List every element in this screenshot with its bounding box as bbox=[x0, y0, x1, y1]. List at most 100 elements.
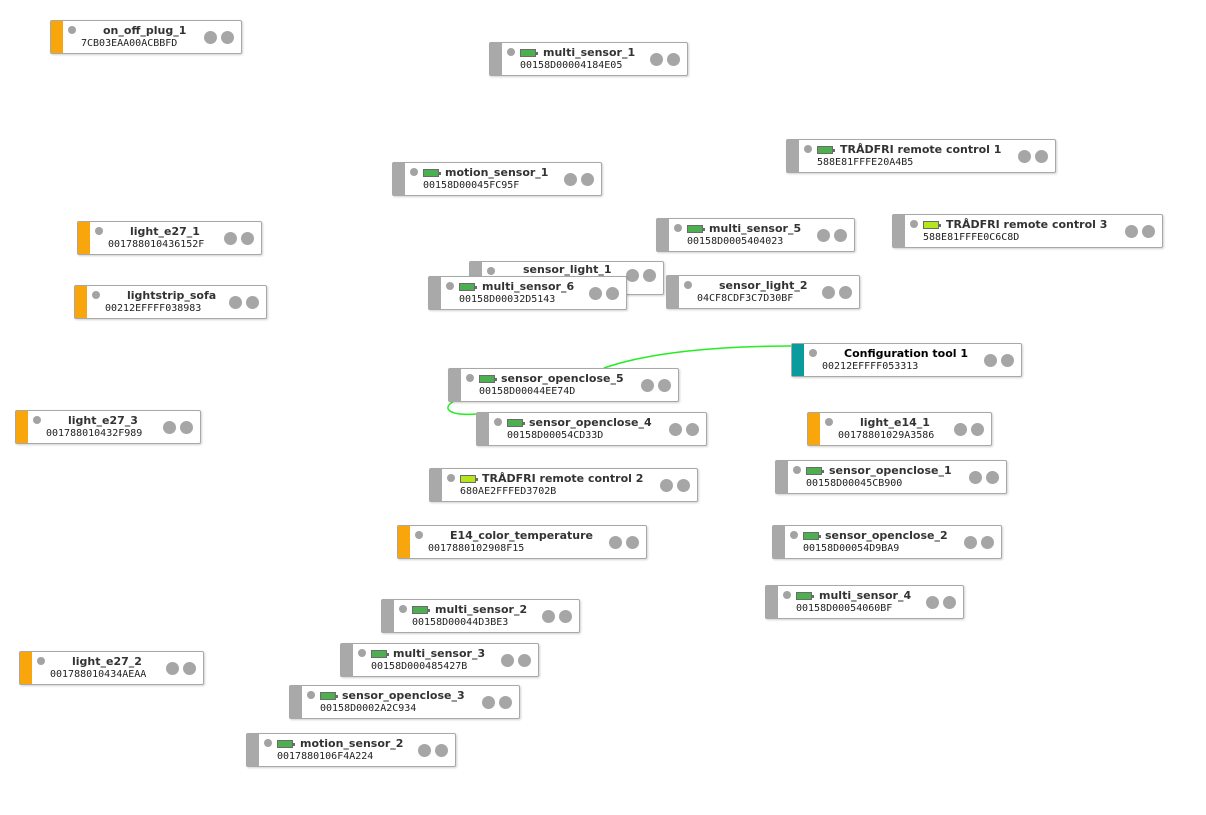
node-port-2[interactable] bbox=[686, 423, 699, 436]
status-led bbox=[684, 281, 692, 289]
node-port-2[interactable] bbox=[981, 536, 994, 549]
node-tradfri-remote-control-2[interactable]: TRÅDFRI remote control 2 680AE2FFFED3702… bbox=[429, 468, 698, 502]
node-motion-sensor-2[interactable]: motion_sensor_2 0017880106F4A224 bbox=[246, 733, 456, 767]
node-port-2[interactable] bbox=[677, 479, 690, 492]
node-port-1[interactable] bbox=[650, 53, 663, 66]
node-multi-sensor-3[interactable]: multi_sensor_3 00158D000485427B bbox=[340, 643, 539, 677]
node-multi-sensor-5[interactable]: multi_sensor_5 00158D0005404023 bbox=[656, 218, 855, 252]
node-port-1[interactable] bbox=[964, 536, 977, 549]
node-port-1[interactable] bbox=[626, 269, 639, 282]
node-motion-sensor-1[interactable]: motion_sensor_1 00158D00045FC95F bbox=[392, 162, 602, 196]
device-type-bar bbox=[449, 369, 461, 401]
node-name: light_e27_2 bbox=[72, 655, 142, 668]
node-port-1[interactable] bbox=[542, 610, 555, 623]
node-port-2[interactable] bbox=[518, 654, 531, 667]
node-port-1[interactable] bbox=[224, 232, 237, 245]
node-address: 00158D00045FC95F bbox=[423, 180, 520, 191]
node-port-2[interactable] bbox=[658, 379, 671, 392]
node-port-2[interactable] bbox=[834, 229, 847, 242]
status-led bbox=[674, 224, 682, 232]
node-port-2[interactable] bbox=[839, 286, 852, 299]
node-port-2[interactable] bbox=[971, 423, 984, 436]
node-port-2[interactable] bbox=[667, 53, 680, 66]
node-multi-sensor-1[interactable]: multi_sensor_1 00158D00004184E05 bbox=[489, 42, 688, 76]
node-port-2[interactable] bbox=[606, 287, 619, 300]
battery-icon bbox=[687, 225, 705, 233]
node-port-1[interactable] bbox=[564, 173, 577, 186]
status-led bbox=[68, 26, 76, 34]
node-port-1[interactable] bbox=[669, 423, 682, 436]
node-configuration-tool-1[interactable]: Configuration tool 1 00212EFFFF053313 bbox=[791, 343, 1022, 377]
node-on-off-plug-1[interactable]: on_off_plug_1 7CB03EAA00ACBBFD bbox=[50, 20, 242, 54]
node-port-1[interactable] bbox=[1018, 150, 1031, 163]
node-sensor-openclose-3[interactable]: sensor_openclose_3 00158D0002A2C934 bbox=[289, 685, 520, 719]
node-port-2[interactable] bbox=[180, 421, 193, 434]
node-port-1[interactable] bbox=[589, 287, 602, 300]
node-port-1[interactable] bbox=[641, 379, 654, 392]
node-port-2[interactable] bbox=[221, 31, 234, 44]
node-port-1[interactable] bbox=[660, 479, 673, 492]
status-led bbox=[910, 220, 918, 228]
node-port-2[interactable] bbox=[559, 610, 572, 623]
node-sensor-openclose-4[interactable]: sensor_openclose_4 00158D00054CD33D bbox=[476, 412, 707, 446]
node-light-e27-3[interactable]: light_e27_3 001788010432F989 bbox=[15, 410, 201, 444]
node-tradfri-remote-control-3[interactable]: TRÅDFRI remote control 3 588E81FFFE0C6C8… bbox=[892, 214, 1163, 248]
node-port-1[interactable] bbox=[166, 662, 179, 675]
node-sensor-light-2[interactable]: sensor_light_2 04CF8CDF3C7D30BF bbox=[666, 275, 860, 309]
node-port-2[interactable] bbox=[1001, 354, 1014, 367]
node-sensor-openclose-2[interactable]: sensor_openclose_2 00158D00054D9BA9 bbox=[772, 525, 1002, 559]
node-name: sensor_openclose_4 bbox=[529, 416, 652, 429]
node-port-1[interactable] bbox=[501, 654, 514, 667]
node-address: 001788010434AEAA bbox=[50, 669, 147, 680]
node-light-e27-1[interactable]: light_e27_1 001788010436152F bbox=[77, 221, 262, 255]
node-port-2[interactable] bbox=[246, 296, 259, 309]
node-port-2[interactable] bbox=[943, 596, 956, 609]
node-port-2[interactable] bbox=[435, 744, 448, 757]
node-port-1[interactable] bbox=[984, 354, 997, 367]
node-port-2[interactable] bbox=[626, 536, 639, 549]
node-sensor-openclose-5[interactable]: sensor_openclose_5 00158D00044EE74D bbox=[448, 368, 679, 402]
device-type-bar bbox=[773, 526, 785, 558]
node-port-1[interactable] bbox=[926, 596, 939, 609]
status-led bbox=[494, 418, 502, 426]
node-port-1[interactable] bbox=[954, 423, 967, 436]
status-led bbox=[33, 416, 41, 424]
node-light-e14-1[interactable]: light_e14_1 00178801029A3586 bbox=[807, 412, 992, 446]
node-sensor-openclose-1[interactable]: sensor_openclose_1 00158D00045CB900 bbox=[775, 460, 1007, 494]
node-address: 00158D00054D9BA9 bbox=[803, 543, 900, 554]
node-port-2[interactable] bbox=[1142, 225, 1155, 238]
node-port-1[interactable] bbox=[163, 421, 176, 434]
battery-icon bbox=[796, 592, 814, 600]
node-port-1[interactable] bbox=[609, 536, 622, 549]
node-name: multi_sensor_1 bbox=[543, 46, 636, 59]
device-type-bar bbox=[893, 215, 905, 247]
node-port-1[interactable] bbox=[482, 696, 495, 709]
node-port-2[interactable] bbox=[183, 662, 196, 675]
node-port-2[interactable] bbox=[643, 269, 656, 282]
node-port-2[interactable] bbox=[986, 471, 999, 484]
node-tradfri-remote-control-1[interactable]: TRÅDFRI remote control 1 588E81FFFE20A4B… bbox=[786, 139, 1056, 173]
node-multi-sensor-2[interactable]: multi_sensor_2 00158D00044D3BE3 bbox=[381, 599, 580, 633]
node-port-2[interactable] bbox=[581, 173, 594, 186]
node-port-2[interactable] bbox=[1035, 150, 1048, 163]
device-type-bar bbox=[247, 734, 259, 766]
node-port-1[interactable] bbox=[229, 296, 242, 309]
node-port-1[interactable] bbox=[817, 229, 830, 242]
status-led bbox=[358, 649, 366, 657]
node-address: 588E81FFFE0C6C8D bbox=[923, 232, 1020, 243]
node-light-e27-2[interactable]: light_e27_2 001788010434AEAA bbox=[19, 651, 204, 685]
node-address: 680AE2FFFED3702B bbox=[460, 486, 557, 497]
node-port-1[interactable] bbox=[418, 744, 431, 757]
node-lightstrip-sofa[interactable]: lightstrip_sofa 00212EFFFF038983 bbox=[74, 285, 267, 319]
node-port-2[interactable] bbox=[241, 232, 254, 245]
node-e14-color-temperature[interactable]: E14_color_temperature 0017880102908F15 bbox=[397, 525, 647, 559]
node-multi-sensor-6[interactable]: multi_sensor_6 00158D00032D5143 bbox=[428, 276, 627, 310]
node-multi-sensor-4[interactable]: multi_sensor_4 00158D00054060BF bbox=[765, 585, 964, 619]
node-port-2[interactable] bbox=[499, 696, 512, 709]
node-port-1[interactable] bbox=[204, 31, 217, 44]
link-config-tool-to-openclose-5 bbox=[603, 345, 793, 369]
node-port-1[interactable] bbox=[822, 286, 835, 299]
node-port-1[interactable] bbox=[1125, 225, 1138, 238]
node-port-1[interactable] bbox=[969, 471, 982, 484]
